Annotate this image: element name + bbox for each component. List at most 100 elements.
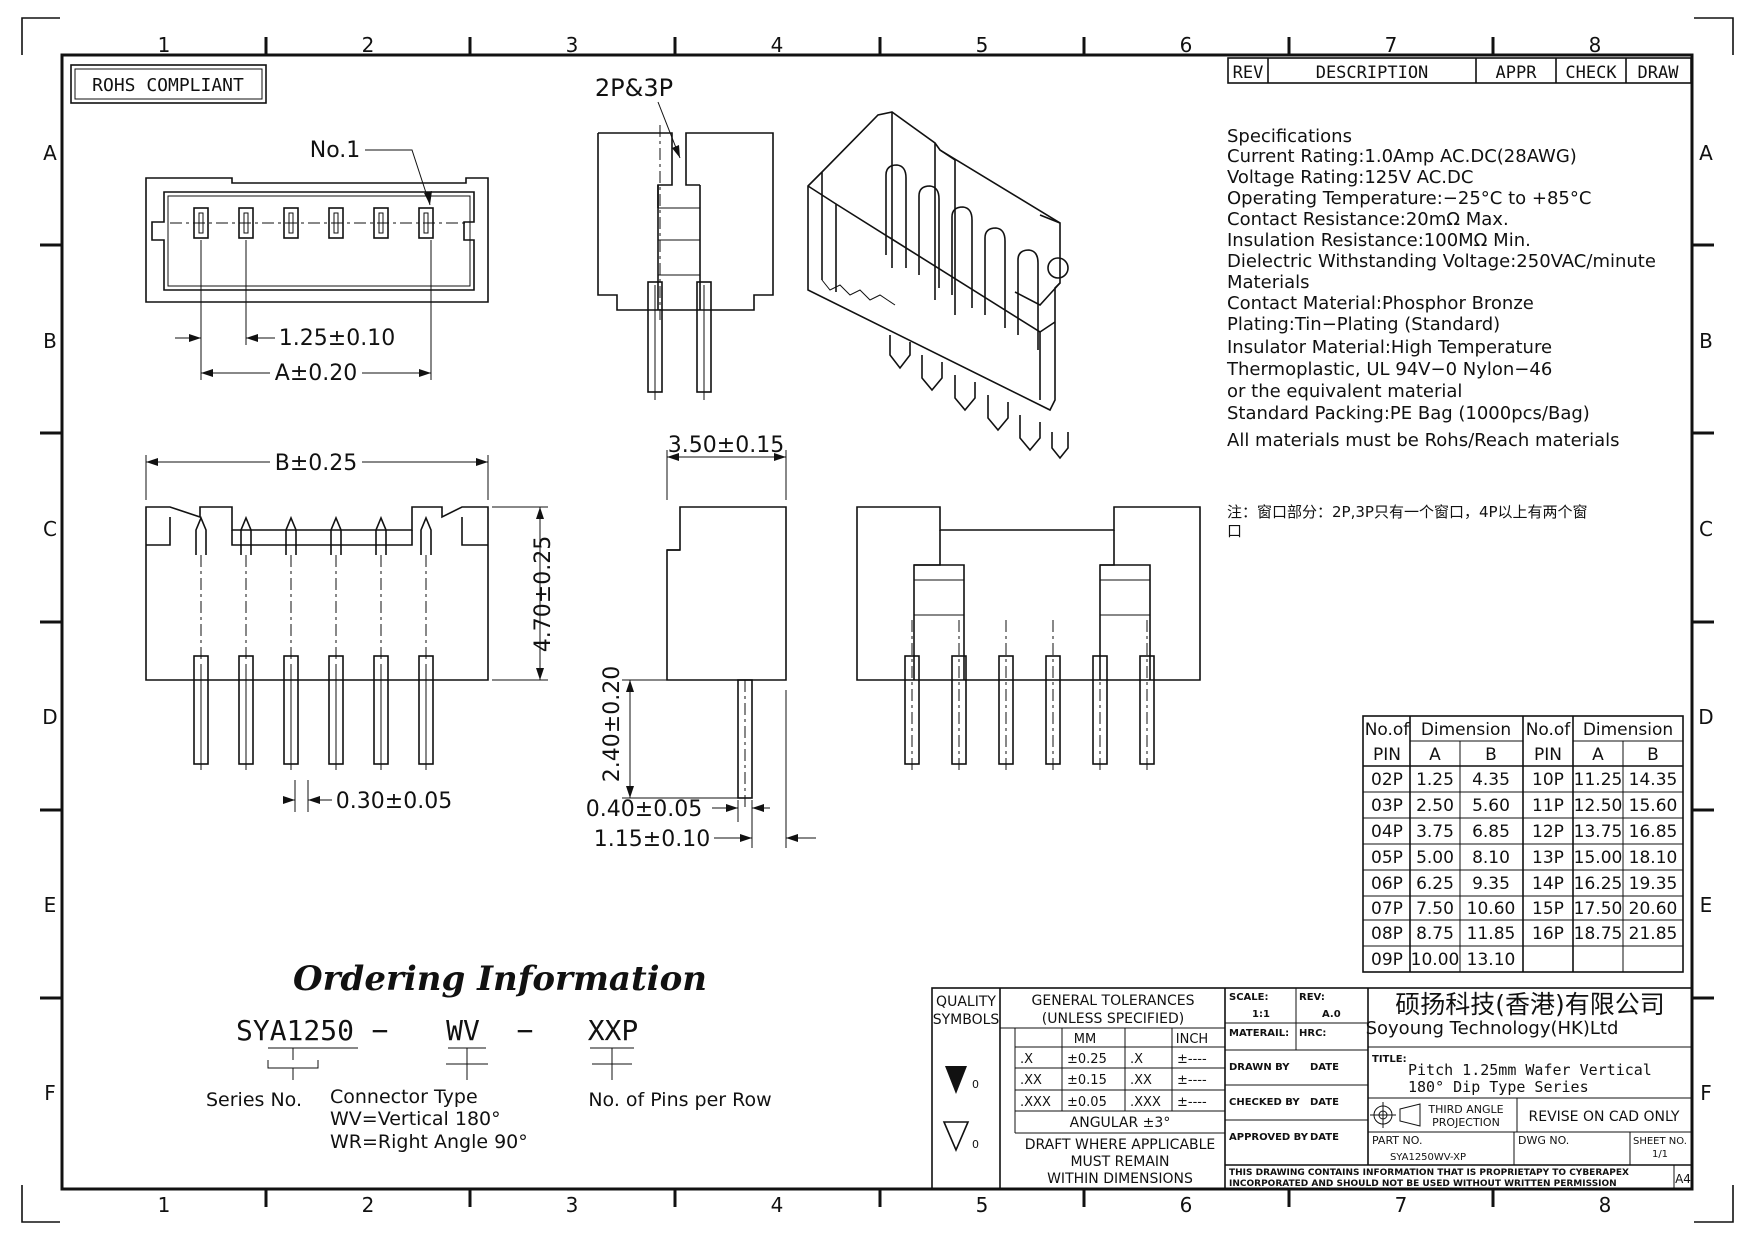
cell: 16.25 (1574, 874, 1623, 894)
spec-line: All materials must be Rohs/Reach materia… (1227, 430, 1619, 451)
side-view-top: 2P&3P (595, 74, 774, 400)
finish-symbol-filled (945, 1066, 967, 1094)
cell: 11.25 (1574, 770, 1623, 790)
cell: 13P (1532, 848, 1564, 868)
ordering-title: Ordering Information (293, 959, 707, 999)
drawn-by: DRAWN BY (1229, 1062, 1290, 1073)
col-4: 4 (771, 1193, 784, 1217)
cell: 9.35 (1472, 874, 1510, 894)
spec-line: Dielectric Withstanding Voltage:250VAC/m… (1227, 251, 1656, 272)
cell: 18.75 (1574, 924, 1623, 944)
spec-line: Plating:Tin−Plating (Standard) (1227, 314, 1500, 335)
cell: 09P (1371, 950, 1403, 970)
col-2: 2 (362, 1193, 375, 1217)
part-sep-2: − (517, 1014, 534, 1047)
draft-1: DRAFT WHERE APPLICABLE (1025, 1137, 1216, 1153)
spec-line: Insulator Material:High Temperature (1227, 337, 1552, 358)
tol-cell: .X (1130, 1052, 1143, 1067)
cell: 15P (1532, 899, 1564, 919)
multi-pins (904, 655, 1155, 765)
cell: 16.85 (1629, 822, 1678, 842)
col-8: 8 (1599, 1193, 1612, 1217)
cell: 11P (1532, 796, 1564, 816)
row-b: B (1699, 329, 1713, 353)
wr-label: WR=Right Angle 90° (330, 1131, 528, 1153)
spec-line: Insulation Resistance:100MΩ Min. (1227, 230, 1531, 251)
col-7: 7 (1385, 33, 1398, 57)
column-numbers-bottom: 1 2 3 4 5 6 7 8 (158, 1193, 1612, 1217)
cell: 12.50 (1574, 796, 1623, 816)
company-en: Soyoung Technology(HK)Ltd (1366, 1018, 1619, 1039)
row-c: C (1699, 517, 1713, 541)
cell: 07P (1371, 899, 1403, 919)
cell: 04P (1371, 822, 1403, 842)
cell: 2.50 (1416, 796, 1454, 816)
tol-cell: ±0.05 (1067, 1095, 1107, 1110)
border-ticks (40, 37, 1714, 1207)
part-type: WV (446, 1014, 480, 1047)
col-8: 8 (1589, 33, 1602, 57)
hdr-pin: PIN (1534, 745, 1562, 765)
dimension-table: No.of PIN Dimension A B No.of PIN Dimens… (1362, 715, 1684, 973)
row-d: D (42, 705, 57, 729)
h-dim: 4.70±0.25 (531, 536, 556, 652)
cell: 05P (1371, 848, 1403, 868)
sheet-no-label: SHEET NO. (1633, 1136, 1687, 1147)
wv-label: WV=Vertical 180° (330, 1108, 501, 1130)
hrc-label: HRC: (1299, 1028, 1326, 1039)
scale-label: SCALE: (1229, 992, 1268, 1003)
cell: 15.00 (1574, 848, 1623, 868)
iso-pins (885, 164, 1069, 460)
isometric-view (807, 111, 1069, 460)
front-pins (195, 515, 432, 555)
col-3: 3 (566, 1193, 579, 1217)
pin1-label: No.1 (310, 138, 361, 163)
projection-symbol-icon (1370, 1102, 1421, 1128)
title-line-1: Pitch 1.25mm Wafer Vertical (1408, 1061, 1652, 1079)
pitch-dim: 1.25±0.10 (279, 326, 395, 351)
side-label: 2P&3P (595, 74, 673, 102)
cell: 20.60 (1629, 899, 1678, 919)
tol-cell: ±---- (1177, 1073, 1207, 1088)
title-line-2: 180° Dip Type Series (1408, 1078, 1589, 1096)
connector-label: Connector Type (330, 1086, 478, 1108)
cell: 14.35 (1629, 770, 1678, 790)
cell: 5.60 (1472, 796, 1510, 816)
front-pin-centerlines (200, 555, 427, 660)
series-label: Series No. (206, 1089, 302, 1111)
col-7: 7 (1395, 1193, 1408, 1217)
dwg-no-label: DWG NO. (1518, 1134, 1569, 1147)
gen-tol-1: GENERAL TOLERANCES (1032, 993, 1195, 1009)
row-b: B (43, 329, 57, 353)
window-note: 注：窗口部分：2P,3P只有一个窗口，4P以上有两个窗 口 (1227, 503, 1588, 540)
cell: 03P (1371, 796, 1403, 816)
draw-header: DRAW (1638, 63, 1680, 83)
finish-sub-2: 0 (972, 1138, 979, 1151)
spec-line: or the equivalent material (1227, 381, 1462, 402)
inch-header: INCH (1176, 1032, 1208, 1047)
cell: 10.00 (1411, 950, 1460, 970)
spec-line: Voltage Rating:125V AC.DC (1227, 167, 1473, 188)
cell: 13.75 (1574, 822, 1623, 842)
col-2: 2 (362, 33, 375, 57)
company-cn: 硕扬科技(香港)有限公司 (1395, 990, 1665, 1019)
third-angle-2: PROJECTION (1432, 1116, 1500, 1129)
cell: 08P (1371, 924, 1403, 944)
sheet-size: A4 (1675, 1172, 1691, 1186)
cell: 1.25 (1416, 770, 1454, 790)
col-6: 6 (1180, 1193, 1193, 1217)
draft-3: WITHIN DIMENSIONS (1047, 1171, 1193, 1187)
draft-2: MUST REMAIN (1070, 1154, 1169, 1170)
quality-label-1: QUALITY (936, 994, 996, 1010)
cell: 6.25 (1416, 874, 1454, 894)
proprietary-2: INCORPORATED AND SHOULD NOT BE USED WITH… (1229, 1179, 1617, 1189)
pin-width-side: 0.40±0.05 (586, 797, 702, 822)
col-5: 5 (976, 1193, 989, 1217)
rohs-text: ROHS COMPLIANT (92, 75, 244, 96)
b-dim: B±0.25 (275, 451, 358, 476)
cell: 18.10 (1629, 848, 1678, 868)
hdr-no: No.of (1526, 720, 1572, 740)
tol-cell: .XX (1020, 1073, 1042, 1088)
